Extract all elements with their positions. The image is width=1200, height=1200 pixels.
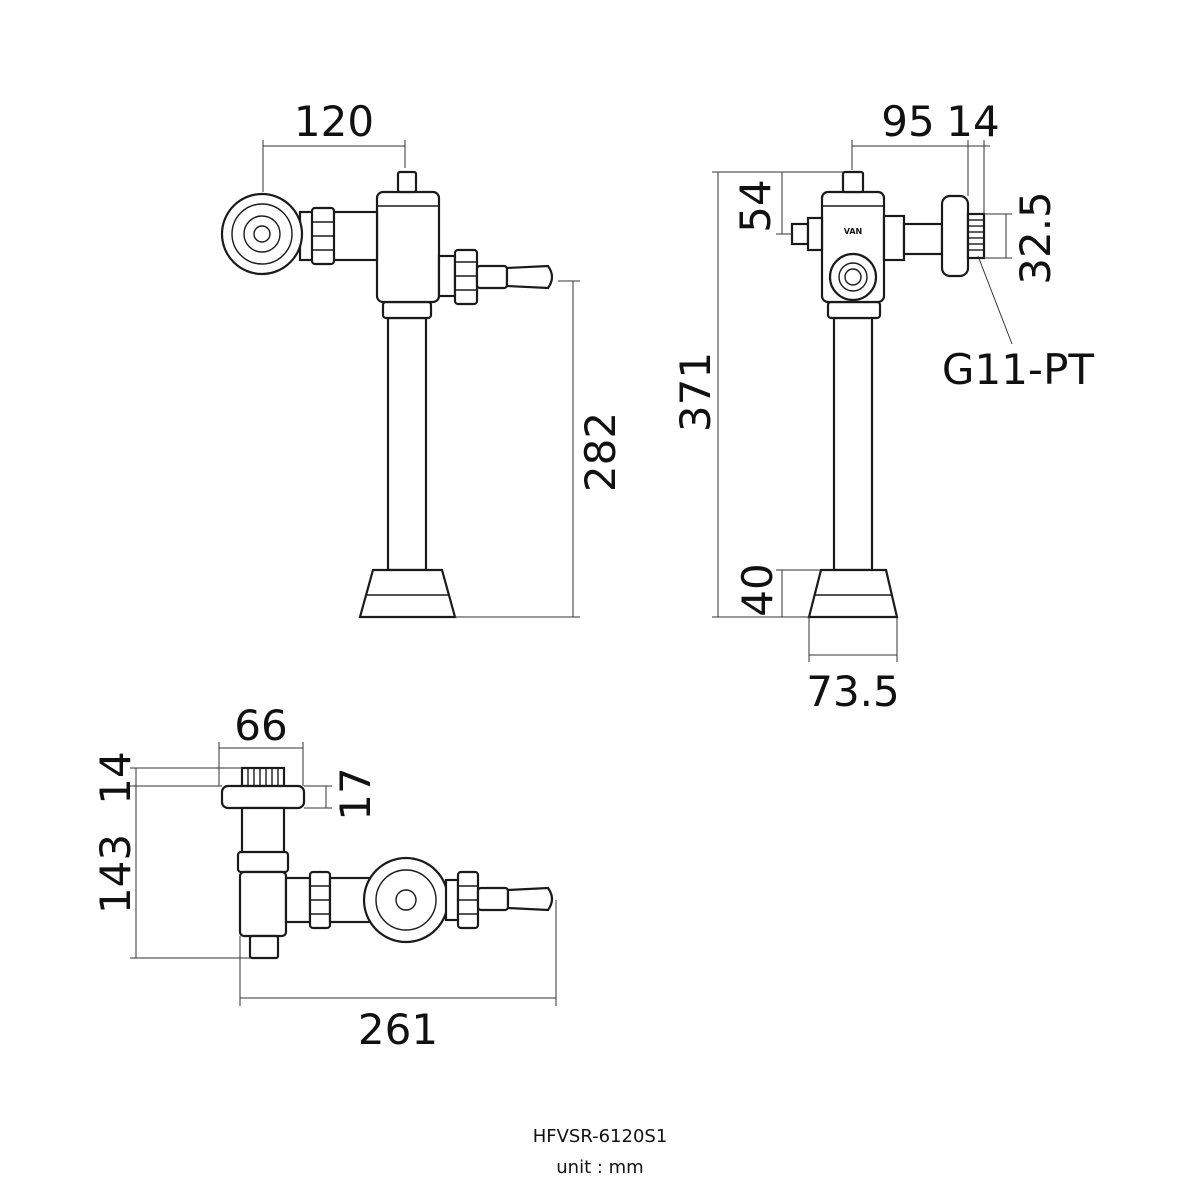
front-view: VAN 95 14 54 32.5 G11-PT	[671, 97, 1094, 716]
front-view-dim-371: 371	[671, 352, 720, 432]
side-view-lower-nut	[381, 300, 433, 320]
side-view-handle-lever	[505, 264, 554, 290]
side-view-handle-nut	[453, 248, 479, 306]
unit-label: unit : mm	[556, 1157, 643, 1178]
front-view-handle-socket	[828, 252, 878, 302]
front-view-thread	[966, 212, 986, 260]
front-view-pipe	[832, 316, 874, 572]
side-view-width-dim: 120	[294, 97, 374, 146]
side-view-valve-body	[375, 190, 441, 304]
thread-label: G11-PT	[942, 345, 1094, 394]
front-view-dim-32-5: 32.5	[1011, 191, 1060, 285]
front-view-wall-flange	[940, 194, 970, 278]
front-view-dim-54: 54	[731, 179, 780, 232]
side-view-flange	[220, 192, 304, 276]
front-view-connector	[882, 214, 906, 262]
top-view-stem	[240, 806, 286, 856]
front-view-left-stub	[790, 222, 810, 246]
top-view-dim-261: 261	[358, 1005, 438, 1054]
front-view-top-cap	[841, 170, 865, 194]
side-view-base	[358, 568, 457, 619]
front-view-lower-nut	[826, 300, 882, 320]
side-view-handle-base	[437, 254, 457, 298]
front-view-dim-73-5: 73.5	[806, 667, 900, 716]
top-view-flange	[220, 784, 306, 810]
top-view-dim-143: 143	[91, 834, 140, 914]
front-view-dim-40: 40	[733, 563, 782, 616]
brand-logo: VAN	[844, 227, 863, 236]
side-view: 120 282	[220, 97, 625, 619]
top-view-handle-lever	[506, 886, 554, 912]
side-view-height-dim: 282	[576, 412, 625, 492]
front-view-dim-14: 14	[946, 97, 999, 146]
model-number: HFVSR-6120S1	[533, 1126, 668, 1147]
side-view-top-cap	[396, 170, 418, 194]
side-view-pipe	[386, 316, 428, 572]
front-view-dim-95: 95	[881, 97, 934, 146]
top-view-dim-66: 66	[234, 701, 287, 750]
top-view: 66 14 17 143 261	[91, 701, 557, 1054]
top-view-tee	[238, 870, 288, 938]
top-view-dim-14: 14	[91, 751, 140, 804]
top-view-dim-17: 17	[331, 767, 380, 820]
front-view-base	[807, 568, 899, 619]
